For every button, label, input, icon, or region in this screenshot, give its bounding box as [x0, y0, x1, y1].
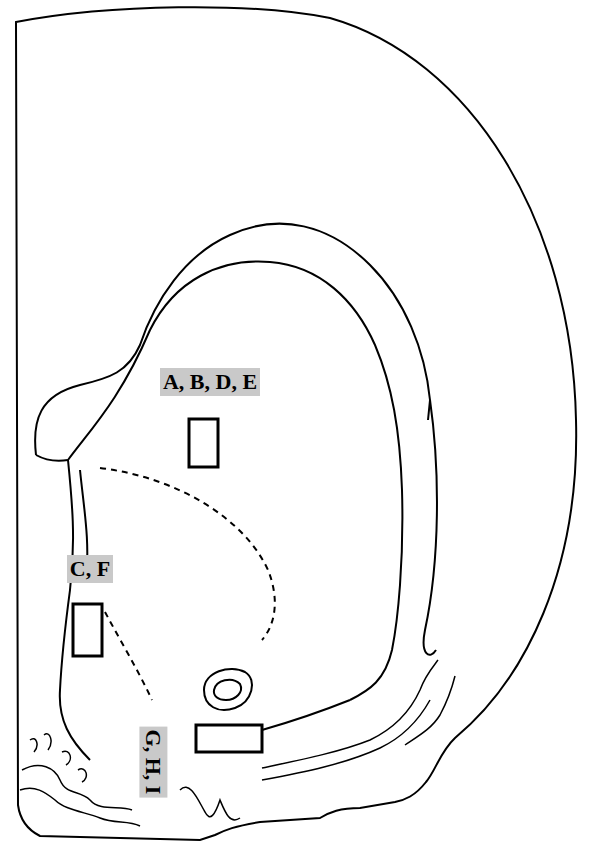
sample-box — [196, 725, 262, 752]
dashed-boundary — [105, 612, 152, 700]
ventral-surface — [20, 765, 140, 826]
sample-label: A, B, D, E — [160, 368, 260, 396]
white-matter-outline — [35, 224, 430, 455]
lateral-surface — [405, 676, 455, 745]
lateral-surface — [262, 660, 438, 780]
dashed-boundary — [100, 468, 275, 640]
striatum-outline — [68, 262, 402, 700]
ventricle-outline — [36, 455, 68, 461]
hemisphere-outline — [16, 7, 576, 840]
anterior-commissure-inner — [214, 680, 241, 700]
sample-label: G, H, I — [139, 727, 167, 798]
sample-box — [189, 419, 218, 467]
septum-line — [60, 460, 90, 760]
ventral-boundary — [262, 700, 350, 730]
anterior-commissure — [204, 669, 252, 710]
ventricle-edge — [424, 400, 437, 655]
ventral-surface — [180, 787, 240, 820]
sample-label: C, F — [67, 555, 113, 583]
sample-box — [73, 604, 102, 656]
ventral-surface — [30, 734, 86, 782]
